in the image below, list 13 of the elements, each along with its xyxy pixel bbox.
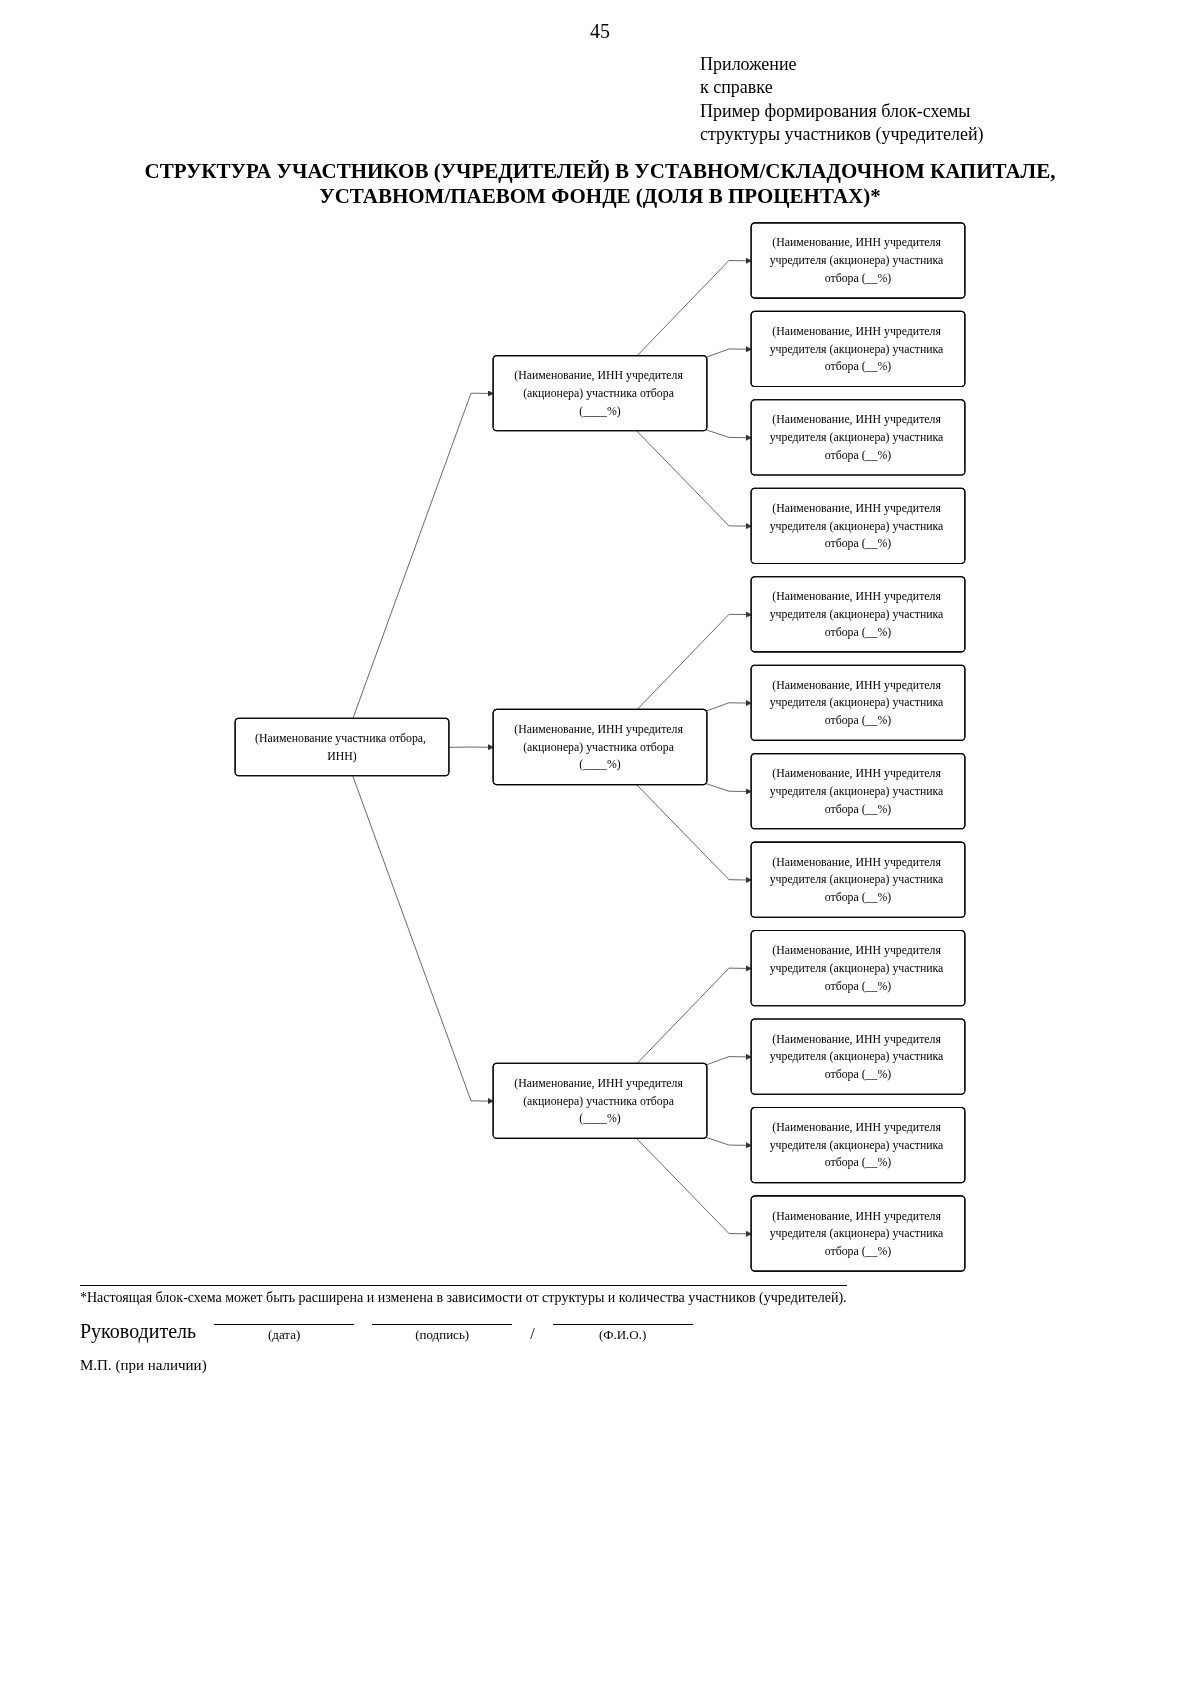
header-text: структуры участников (учредителей) <box>700 123 985 147</box>
header-text: к справке <box>700 76 774 100</box>
stamp-note: М.П. (при наличии) <box>80 1356 208 1374</box>
signatory-title: Руководитель <box>80 1319 197 1343</box>
header-text: Пример формирования блок-схемы <box>700 99 972 123</box>
diagram-title: СТРУКТУРА УЧАСТНИКОВ (УЧРЕДИТЕЛЕЙ) В УСТАВНОМ/СКЛАДОЧНОМ КАПИТАЛЕ, УСТАВНОМ/ПАЕВОМ ФОНДЕ (ДОЛЯ В ПРОЦЕНТАХ)* <box>143 158 1057 209</box>
footnote: *Настоящая блок-схема может быть расширена и изменена в зависимости от структуры и количества участников (учредителей). <box>80 1284 847 1306</box>
date-caption: (дата) <box>214 1323 355 1343</box>
header-text: Приложение <box>700 53 798 76</box>
signature-caption: (подпись) <box>372 1323 513 1343</box>
page-number: 45 <box>590 20 610 42</box>
name-caption: (Ф.И.О.) <box>552 1323 693 1343</box>
separator-slash: / <box>530 1324 535 1343</box>
